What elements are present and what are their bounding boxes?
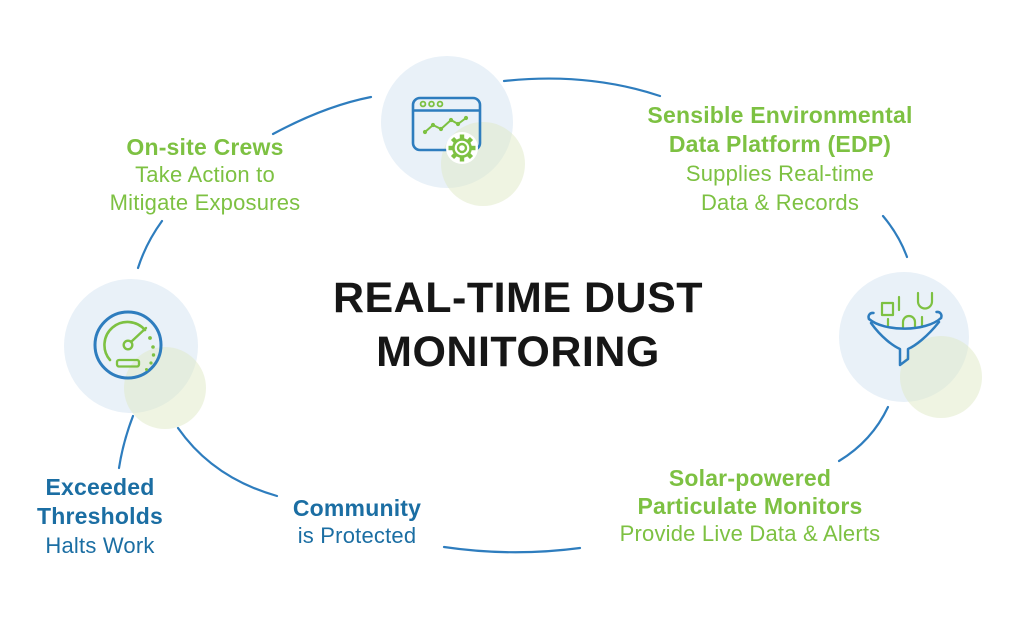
- node-edp: Sensible Environmental Data Platform (ED…: [647, 101, 912, 217]
- node-heading: Data Platform (EDP): [668, 131, 892, 157]
- gauge-tick-dots: [145, 336, 156, 371]
- node-heading: Sensible Environmental: [647, 102, 913, 128]
- gauge-arc: [103, 320, 147, 362]
- dashboard-report-icon: [404, 88, 484, 173]
- node-line: Provide Live Data & Alerts: [619, 521, 881, 546]
- page-title: REAL-TIME DUST MONITORING: [333, 271, 703, 379]
- node-heading: Particulate Monitors: [637, 493, 863, 519]
- gear-icon: [446, 132, 478, 164]
- gauge-needle: [130, 326, 148, 343]
- node-line: Supplies Real-time: [685, 161, 875, 186]
- node-heading: Exceeded: [45, 474, 155, 500]
- title-line-2: MONITORING: [376, 328, 660, 376]
- node-solar-monitors: Solar-powered Particulate Monitors Provi…: [620, 464, 881, 548]
- node-heading: On-site Crews: [126, 134, 284, 160]
- node-thresholds: Exceeded Thresholds Halts Work: [37, 473, 163, 560]
- title-line-1: REAL-TIME DUST: [332, 274, 704, 322]
- data-bits-glyphs: [880, 291, 934, 330]
- connector-funnel-to-monitors: [837, 405, 890, 463]
- node-line: Mitigate Exposures: [109, 190, 301, 215]
- connector-community-to-monitors: [442, 545, 582, 554]
- gauge-icon: [88, 305, 170, 392]
- node-heading: Solar-powered: [668, 465, 832, 491]
- line-chart-glyph: [422, 115, 469, 135]
- connector-dashboard-to-edp: [502, 77, 662, 98]
- node-heading: Thresholds: [37, 503, 163, 529]
- connector-gauge-to-community: [176, 426, 279, 498]
- node-heading: Community: [292, 495, 422, 521]
- connector-edp-to-funnel: [881, 214, 909, 259]
- node-community: Community is Protected: [293, 494, 421, 550]
- funnel-glyph: [867, 310, 943, 367]
- data-funnel-icon: [855, 285, 955, 385]
- connector-crews-to-dashboard: [271, 95, 373, 136]
- connector-crews-to-gauge: [136, 219, 164, 270]
- connector-gauge-to-thresholds: [117, 414, 135, 470]
- node-line: is Protected: [297, 523, 417, 548]
- node-line: Data & Records: [700, 190, 860, 215]
- node-line: Take Action to: [135, 162, 275, 187]
- bg-circle-green-right: [900, 336, 982, 418]
- node-line: Halts Work: [45, 533, 155, 558]
- gauge-readout-bar: [115, 358, 141, 368]
- node-onsite-crews: On-site Crews Take Action to Mitigate Ex…: [110, 133, 301, 217]
